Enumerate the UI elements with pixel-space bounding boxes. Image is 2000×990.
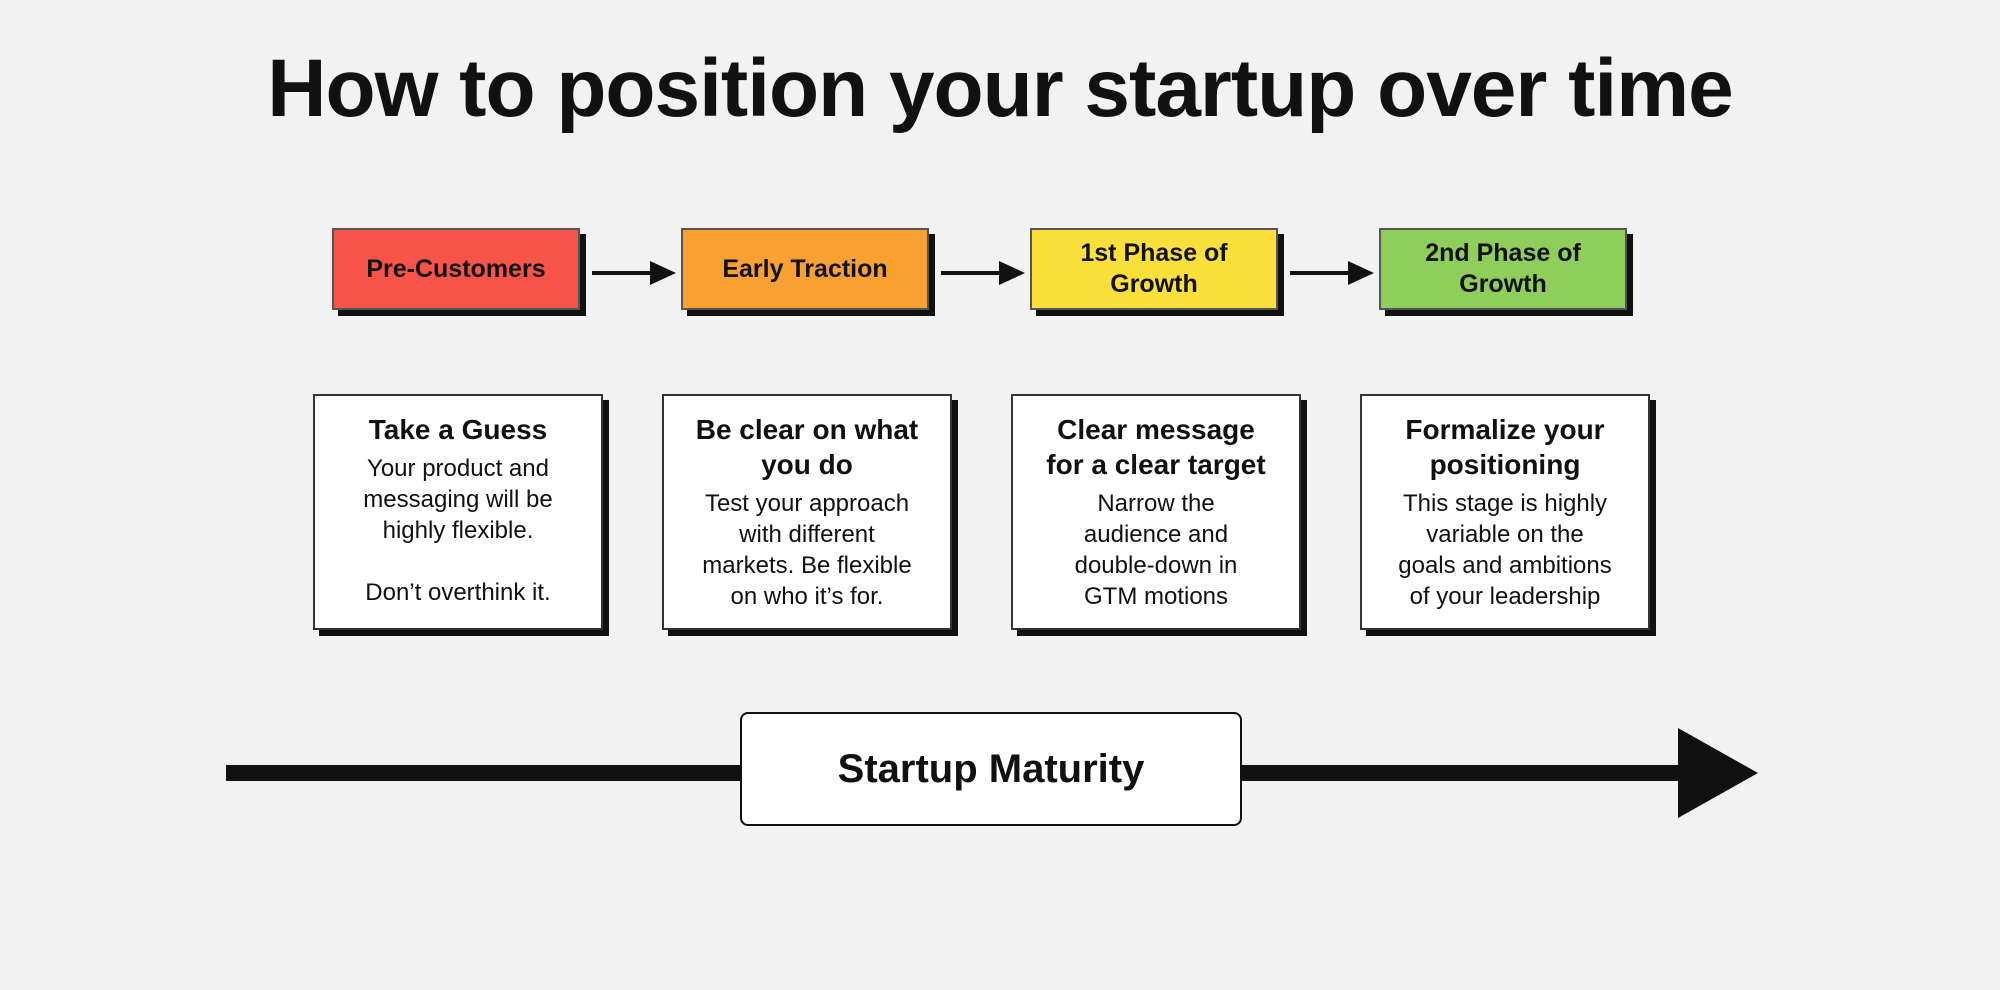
card-heading: Be clear on what you do xyxy=(695,414,919,480)
card-heading: Take a Guess xyxy=(368,414,548,445)
card-be-clear: Be clear on what you do Test your approa… xyxy=(662,394,952,630)
card-take-a-guess: Take a Guess Your product and messaging … xyxy=(313,394,603,630)
card-formalize: Formalize your positioning This stage is… xyxy=(1360,394,1650,630)
arrow-right-icon xyxy=(1290,261,1374,285)
stage-pre-customers: Pre-Customers xyxy=(332,228,580,310)
stage-second-phase-growth: 2nd Phase of Growth xyxy=(1379,228,1627,310)
card-clear-message: Clear message for a clear target Narrow … xyxy=(1011,394,1301,630)
card-heading: Clear message for a clear target xyxy=(1046,414,1266,480)
timeline-label: Startup Maturity xyxy=(740,712,1242,826)
page-title: How to position your startup over time xyxy=(267,43,1733,134)
card-heading: Formalize your positioning xyxy=(1405,414,1605,480)
card-body: Test your approach with different market… xyxy=(702,490,912,610)
stage-first-phase-growth: 1st Phase of Growth xyxy=(1030,228,1278,310)
stage-early-traction: Early Traction xyxy=(681,228,929,310)
card-body: Your product and messaging will be highl… xyxy=(363,455,553,606)
arrow-right-icon xyxy=(592,261,676,285)
arrow-right-icon xyxy=(941,261,1025,285)
card-body: Narrow the audience and double-down in G… xyxy=(1074,490,1238,610)
card-body: This stage is highly variable on the goa… xyxy=(1398,490,1612,610)
